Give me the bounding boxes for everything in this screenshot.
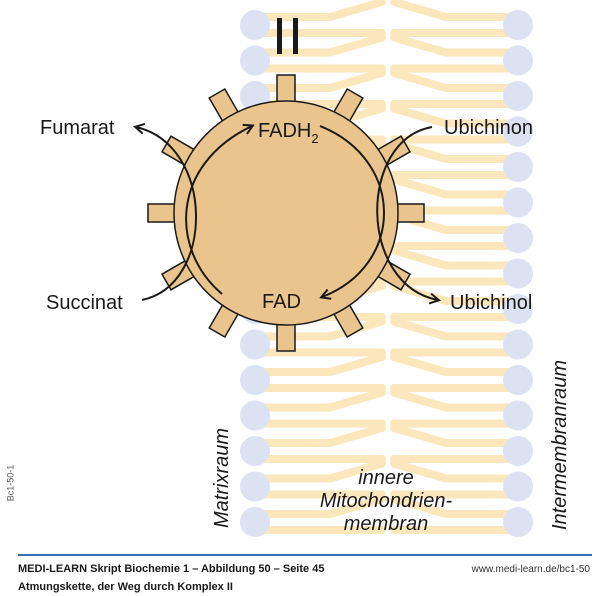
fad-label: FAD bbox=[262, 291, 301, 313]
lipid-tail-bent bbox=[390, 246, 522, 270]
lipid-tail-bent bbox=[390, 459, 522, 483]
lipid-tail-bent bbox=[390, 0, 522, 21]
lipid-tail-bent bbox=[251, 388, 386, 412]
lipid-tail-bent bbox=[390, 353, 522, 376]
complex-ii-enzyme bbox=[147, 74, 425, 352]
lipid-head bbox=[503, 365, 533, 395]
figure-code: Bc1-50-1 bbox=[5, 464, 16, 502]
lipid-tail-bent bbox=[251, 353, 386, 376]
reaction-arrows bbox=[136, 126, 438, 300]
arrow-ubichinon-to-ubichinol bbox=[376, 126, 438, 300]
membrane-label-line1: innere bbox=[358, 467, 414, 489]
membrane-label-line2: Mitochondrien- bbox=[320, 490, 453, 512]
lipid-head bbox=[503, 152, 533, 182]
matrixraum-label: Matrixraum bbox=[211, 428, 233, 528]
lipid-head bbox=[503, 187, 533, 218]
lipid-tail-bent bbox=[390, 175, 522, 199]
enzyme-body-fill bbox=[175, 102, 397, 324]
membrane-label: innere Mitochondrien- membran bbox=[320, 467, 453, 535]
lipid-head bbox=[240, 45, 270, 76]
lipid-head bbox=[240, 436, 270, 466]
lipid-tail-bent bbox=[251, 424, 386, 447]
lipid-tail-bent bbox=[390, 69, 522, 92]
lipid-tail-bent bbox=[251, 69, 386, 92]
footer-url: www.medi-learn.de/bc1-50 bbox=[471, 564, 590, 575]
fumarat-label: Fumarat bbox=[40, 117, 115, 139]
lipid-head bbox=[503, 81, 533, 111]
arrow-succinat-to-fumarat bbox=[136, 127, 197, 301]
lipid-tail-bent bbox=[390, 424, 522, 447]
lipid-head bbox=[240, 10, 270, 40]
lipid-tail-bent bbox=[251, 33, 386, 57]
footer-title: MEDI-LEARN Skript Biochemie 1 – Abbildun… bbox=[18, 563, 325, 575]
lipid-head bbox=[503, 507, 533, 537]
footer-rule bbox=[18, 554, 592, 556]
lipid-head bbox=[503, 471, 533, 502]
lipid-head bbox=[503, 329, 533, 360]
lipid-tail-bent bbox=[390, 33, 522, 57]
lipid-tail-bent bbox=[390, 388, 522, 412]
lipid-head bbox=[503, 258, 533, 289]
lipid-tail-bent bbox=[251, 459, 386, 483]
intermembranraum-label: Intermembranraum bbox=[549, 360, 571, 530]
lipid-head bbox=[503, 400, 533, 431]
ubichinol-label: Ubichinol bbox=[450, 292, 532, 314]
arrow-fadh2-to-fad bbox=[320, 125, 385, 297]
lipid-tail-bent bbox=[390, 104, 522, 128]
arrow-fad-to-fadh2 bbox=[185, 126, 252, 295]
footer-subtitle: Atmungskette, der Weg durch Komplex II bbox=[18, 581, 233, 593]
lipid-tail-bent bbox=[390, 282, 522, 305]
ubichinon-label: Ubichinon bbox=[444, 117, 533, 139]
lipid-head bbox=[240, 365, 270, 395]
lipid-tail-bent bbox=[390, 140, 522, 163]
lipid-head bbox=[503, 45, 533, 76]
lipid-head bbox=[503, 436, 533, 466]
lipid-head bbox=[503, 294, 533, 324]
succinat-label: Succinat bbox=[46, 292, 123, 314]
lipid-head bbox=[240, 329, 270, 360]
complex-ii-label bbox=[277, 18, 298, 54]
lipid-head bbox=[503, 223, 533, 253]
lipid-head bbox=[503, 116, 533, 147]
lipid-tail-bent bbox=[390, 317, 522, 341]
lipid-head bbox=[240, 400, 270, 431]
fadh2-label: FADH2 bbox=[258, 120, 319, 146]
lipid-tail-bent bbox=[390, 495, 522, 518]
lipid-tail-bent bbox=[251, 495, 386, 518]
lipid-head bbox=[240, 507, 270, 537]
lipid-tail-bent bbox=[251, 0, 386, 21]
lipid-head bbox=[503, 10, 533, 40]
membrane-label-line3: membran bbox=[344, 513, 428, 535]
lipid-head bbox=[240, 471, 270, 502]
